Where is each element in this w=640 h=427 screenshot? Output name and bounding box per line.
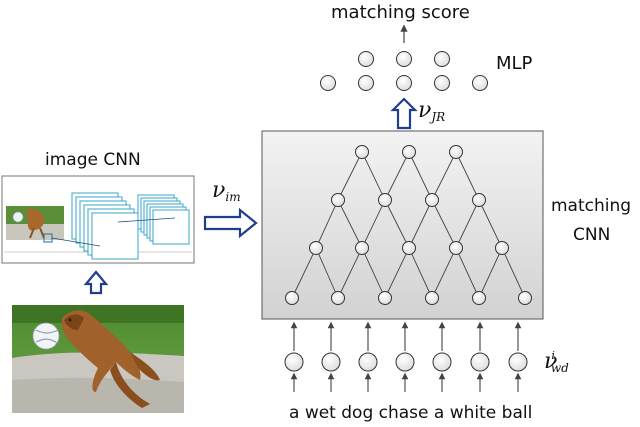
cnn-edge [478, 247, 503, 299]
cnn-edge [431, 199, 457, 249]
word-vector-nodes [284, 352, 528, 372]
sentence-label: a wet dog chase a white ball [289, 403, 533, 423]
matching-cnn-connections [291, 151, 526, 299]
feature-maps-layer1 [71, 192, 139, 260]
cnn-edge [384, 151, 410, 201]
matching-cnn-nodes [285, 145, 532, 305]
cnn-edge [431, 247, 457, 299]
cnn-edge [384, 199, 410, 249]
mlp-node [434, 51, 450, 67]
cnn-node [331, 193, 345, 207]
cnn-node [449, 241, 463, 255]
cnn-node [425, 193, 439, 207]
cnn-node [472, 193, 486, 207]
word-input-arrows [290, 321, 522, 392]
photo-to-cnn-arrow [83, 270, 109, 295]
cnn-edge [455, 151, 480, 201]
cnn-edge [408, 247, 433, 299]
word-node [432, 352, 452, 372]
matching-cnn-label-line2: CNN [573, 225, 611, 245]
cnn-edge [291, 247, 317, 299]
v-im-arrow [203, 207, 258, 239]
cnn-edge [361, 247, 386, 299]
v-jr-label: νJR [418, 98, 446, 124]
mlp-nodes [320, 51, 488, 91]
cnn-node [378, 193, 392, 207]
cnn-edge [478, 199, 503, 249]
word-node [470, 352, 490, 372]
cnn-edge [315, 247, 339, 299]
cnn-edge [408, 199, 433, 249]
word-node [284, 352, 304, 372]
word-node [395, 352, 415, 372]
mlp-node [434, 75, 450, 91]
cnn-edge [501, 247, 526, 299]
cnn-edge [455, 199, 480, 249]
matching-score-label: matching score [331, 2, 470, 23]
cnn-edge [337, 247, 363, 299]
cnn-connection-line [51, 237, 101, 247]
cnn-edge [361, 199, 386, 249]
cnn-node [495, 241, 509, 255]
word-node [358, 352, 378, 372]
cnn-node [472, 291, 486, 305]
cnn-edge [337, 151, 363, 201]
cnn-edge [455, 247, 480, 299]
v-im-label: νim [212, 178, 241, 204]
feature-map [152, 209, 190, 245]
mlp-node [358, 75, 374, 91]
cnn-edge [384, 247, 410, 299]
cnn-node [402, 145, 416, 159]
cnn-input-thumbnail [6, 206, 64, 243]
matching-cnn-label-line1: matching [551, 196, 632, 216]
mlp-label: MLP [496, 53, 533, 74]
cnn-node [378, 291, 392, 305]
feature-map [91, 212, 139, 260]
cnn-node [449, 145, 463, 159]
cnn-node [402, 241, 416, 255]
cnn-edge [431, 151, 457, 201]
mlp-node [396, 75, 412, 91]
matching-cnn-box [261, 130, 544, 320]
v-jr-arrow [390, 97, 418, 130]
mlp-node [320, 75, 336, 91]
cnn-node [309, 241, 323, 255]
cnn-edge [361, 151, 386, 201]
cnn-node [285, 291, 299, 305]
cnn-edge [408, 151, 433, 201]
cnn-node [331, 291, 345, 305]
mlp-node [358, 51, 374, 67]
input-dog-photo [12, 305, 184, 413]
word-node [321, 352, 341, 372]
cnn-node [425, 291, 439, 305]
mlp-node [396, 51, 412, 67]
word-node [508, 352, 528, 372]
image-cnn-label: image CNN [45, 150, 141, 170]
cnn-edge [315, 199, 339, 249]
cnn-node [355, 145, 369, 159]
cnn-node [355, 241, 369, 255]
mlp-node [472, 75, 488, 91]
cnn-edge [337, 199, 363, 249]
cnn-node [518, 291, 532, 305]
v-wd-label: νiwd [544, 349, 569, 375]
